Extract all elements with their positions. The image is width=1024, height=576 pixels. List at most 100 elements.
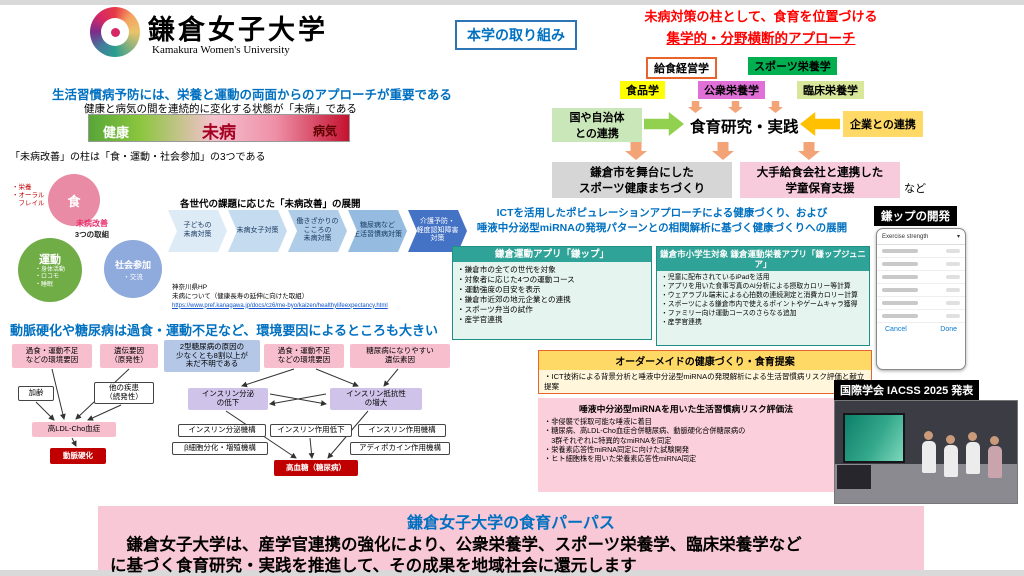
ict-heading: ICTを活用したポピュレーションアプローチによる健康づくり、および 唾液中分泌型… <box>452 206 872 236</box>
government-arrow-right-icon <box>644 112 684 136</box>
mirna-title: 唾液中分泌型miRNAを用いた生活習慣病リスク評価法 <box>578 404 794 414</box>
phone-row-value-bar <box>946 314 960 318</box>
university-title: 鎌倉女子大学 <box>148 15 328 45</box>
approach-line1: 未病対策の柱として、食育を位置づける <box>644 9 878 24</box>
causal-secretion-mechanism: インスリン分泌機構 <box>178 424 266 437</box>
bullet-item: ・栄養素応答性miRNA同定に向けた試験開発 <box>544 445 689 455</box>
photo-person <box>987 436 1002 478</box>
source-url-link[interactable]: https://www.pref.kanagawa.jp/docs/cz6/me… <box>172 302 388 309</box>
bullet-item: ・産学官連携 <box>661 318 702 326</box>
causal-diagram: 過食・運動不足 などの環境要因 遺伝要因 （原発性） 2型糖尿病の原因の 少なく… <box>6 338 464 504</box>
bullet-item: ・児童に配布されているiPadを活用 <box>661 274 770 282</box>
phone-row-label-bar <box>882 275 918 279</box>
bullet-item: ・産学官連携 <box>457 314 503 324</box>
venn-social-label: 社会参加 <box>114 259 151 270</box>
kamap-app-title: 鎌倉運動アプリ「鎌ップ」 <box>453 247 651 263</box>
venn-center-text: 未病改善 3つの取組 <box>56 218 128 240</box>
conference-photo <box>834 400 1018 504</box>
outcome-arrow-down-icon <box>798 142 820 160</box>
order-made-title: オーダーメイドの健康づくり・食育提案 <box>539 351 871 370</box>
ict-line1: ICTを活用したポピュレーションアプローチによる健康づくり、および <box>496 207 828 219</box>
causal-env-factor-1: 過食・運動不足 などの環境要因 <box>12 344 92 368</box>
mirna-box: 唾液中分泌型miRNAを用いた生活習慣病リスク評価法 ・非侵襲で採取可能な唾液に… <box>538 398 834 492</box>
flow-chevrons: 子どもの 未病対策 未病女子対策 働きざかりの こころの 未病対策 糖尿病など … <box>168 210 467 252</box>
company-arrow-left-icon <box>800 112 840 136</box>
kamap-junior-app-box: 鎌倉市小学生対象 鎌倉運動栄養アプリ「鎌ップジュニア」 ・児童に配布されているi… <box>656 246 870 346</box>
purpose-banner: 鎌倉女子大学の食育パーパス 鎌倉女子大学は、産学官連携の強化により、公衆栄養学、… <box>98 506 924 575</box>
phone-list-row <box>877 245 965 258</box>
phone-footer-row: Cancel Done <box>877 323 965 333</box>
venn-social-circle: 社会参加 ・交流 <box>104 240 162 298</box>
kamap-junior-app-bullets: ・児童に配布されているiPadを活用 ・アプリを用いた食事写真のAI分析による摂… <box>657 271 869 330</box>
flow-title: 各世代の課題に応じた「未病改善」の展開 <box>180 199 361 210</box>
causal-beta-cell-mechanism: β細胞分化・増殖機構 <box>172 442 268 455</box>
phone-setting-label: Exercise strength <box>882 233 929 240</box>
venn-exercise-label: 運動 <box>39 254 61 267</box>
chevron-down-icon: ▾ <box>956 234 960 240</box>
field-clinical-nutrition: 臨床栄養学 <box>797 81 864 99</box>
phone-row-label-bar <box>882 301 918 305</box>
bullet-item: ・鎌倉市の全ての世代を対象 <box>457 265 556 275</box>
causal-high-ldl: 高LDL-Cho血症 <box>32 422 116 437</box>
kamap-dev-label: 鎌ップの開発 <box>874 206 957 226</box>
phone-row-value-bar <box>946 275 960 279</box>
phone-list-row <box>877 258 965 271</box>
phone-cancel-button: Cancel <box>885 326 907 333</box>
venn-center-three: 3つの取組 <box>74 230 110 239</box>
field-arrow-down-icon <box>688 101 703 113</box>
causal-arrows <box>35 368 399 459</box>
conference-label: 国際学会 IACSS 2025 発表 <box>834 380 980 400</box>
health-spectrum-bar: 健康 未病 病気 <box>88 114 350 142</box>
field-public-nutrition: 公衆栄養学 <box>698 81 765 99</box>
bottom-border-strip <box>0 570 1024 576</box>
phone-list-row <box>877 310 965 323</box>
causal-env-factor-2: 過食・運動不足 などの環境要因 <box>264 344 344 368</box>
bullet-item: ・ウェアラブル端末による心拍数の連続測定と消費カロリー計算 <box>661 292 858 300</box>
bullet-item: ・運動強度の目安を表示 <box>457 285 541 295</box>
venn-food-sub: ・栄養 ・オーラル フレイル <box>12 184 45 208</box>
phone-row-label-bar <box>882 249 918 253</box>
mibyou-venn-diagram: 食 ・栄養 ・オーラル フレイル 運動 ・身体活動 ・ロコモ ・睡眠 社会参加 … <box>12 160 172 315</box>
spectrum-healthy-label: 健康 <box>103 125 130 140</box>
causal-adipokine-mechanism: アディポカイン作用機構 <box>350 442 450 455</box>
diabetes-heading: 動脈硬化や糖尿病は過食・運動不足など、環境要因によるところも大きい <box>10 323 438 338</box>
purpose-body: 鎌倉女子大学は、産学官連携の強化により、公衆栄養学、スポーツ栄養学、臨床栄養学な… <box>110 536 802 575</box>
causal-action-mechanism: インスリン作用機構 <box>358 424 446 437</box>
venn-exercise-circle: 運動 ・身体活動 ・ロコモ ・睡眠 <box>18 238 82 302</box>
phone-list-row <box>877 271 965 284</box>
causal-genetic-primary: 遺伝要因 （原発性） <box>100 344 158 368</box>
photo-projector-screen <box>843 413 905 463</box>
flow-step-diabetes: 糖尿病など 生活習慣病対策 <box>348 210 407 252</box>
kamap-app-box: 鎌倉運動アプリ「鎌ップ」 ・鎌倉市の全ての世代を対象 ・対象者に応じた4つの運動… <box>452 246 652 340</box>
lifestyle-prevention-heading: 生活習慣病予防には、栄養と運動の両面からのアプローチが重要である <box>52 88 452 102</box>
outcome-machizukuri-box: 鎌倉市を舞台にした スポーツ健康まちづくり <box>552 162 732 198</box>
causal-predisposition: 糖尿病になりやすい 遺伝素因 <box>350 344 450 368</box>
phone-row-label-bar <box>882 314 918 318</box>
venn-center-mibyou: 未病改善 <box>76 219 108 228</box>
university-subtitle: Kamakura Women's University <box>152 44 290 56</box>
source-line1: 神奈川県HP <box>172 284 208 291</box>
order-made-box: オーダーメイドの健康づくり・食育提案 ・ICT技術による背景分析と唾液中分泌型m… <box>538 350 872 394</box>
outcome-arrow-down-icon <box>712 142 734 160</box>
causal-hyperglycemia: 高血糖（糖尿病） <box>274 460 358 476</box>
company-partner-box: 企業との連携 <box>843 111 923 137</box>
university-logo-core <box>110 27 120 37</box>
flow-step-working: 働きざかりの こころの 未病対策 <box>288 210 347 252</box>
phone-row-label-bar <box>882 262 918 266</box>
bullet-item: ・糖尿病、高LDL-Cho血症合併糖尿病、動脈硬化合併糖尿病の 3群それぞれに特… <box>544 426 746 445</box>
source-reference: 神奈川県HP 未病について（健康長寿の延伸に向けた取組） https://www… <box>172 284 388 310</box>
kamap-app-bullets: ・鎌倉市の全ての世代を対象 ・対象者に応じた4つの運動コース ・運動強度の目安を… <box>453 262 651 327</box>
government-partner-box: 国や自治体 との連携 <box>552 108 642 142</box>
photo-podium <box>837 465 871 489</box>
bullet-item: ・ファミリー向け運動コースのさらなる追加 <box>661 309 797 317</box>
field-food-science: 食品学 <box>620 81 665 99</box>
bullet-item: ・スポーツによる鎌倉市内で使えるポイントやゲームキャラ獲得 <box>661 300 858 308</box>
phone-list-row <box>877 297 965 310</box>
outcome-arrow-down-icon <box>625 142 647 160</box>
outcome-etc-label: など <box>904 183 926 195</box>
source-line2: 未病について（健康長寿の延伸に向けた取組） <box>172 292 309 300</box>
outcome-gakudo-box: 大手給食会社と連携した 学童保育支援 <box>740 162 900 198</box>
phone-row-value-bar <box>946 262 960 266</box>
university-logo-icon <box>90 7 140 57</box>
